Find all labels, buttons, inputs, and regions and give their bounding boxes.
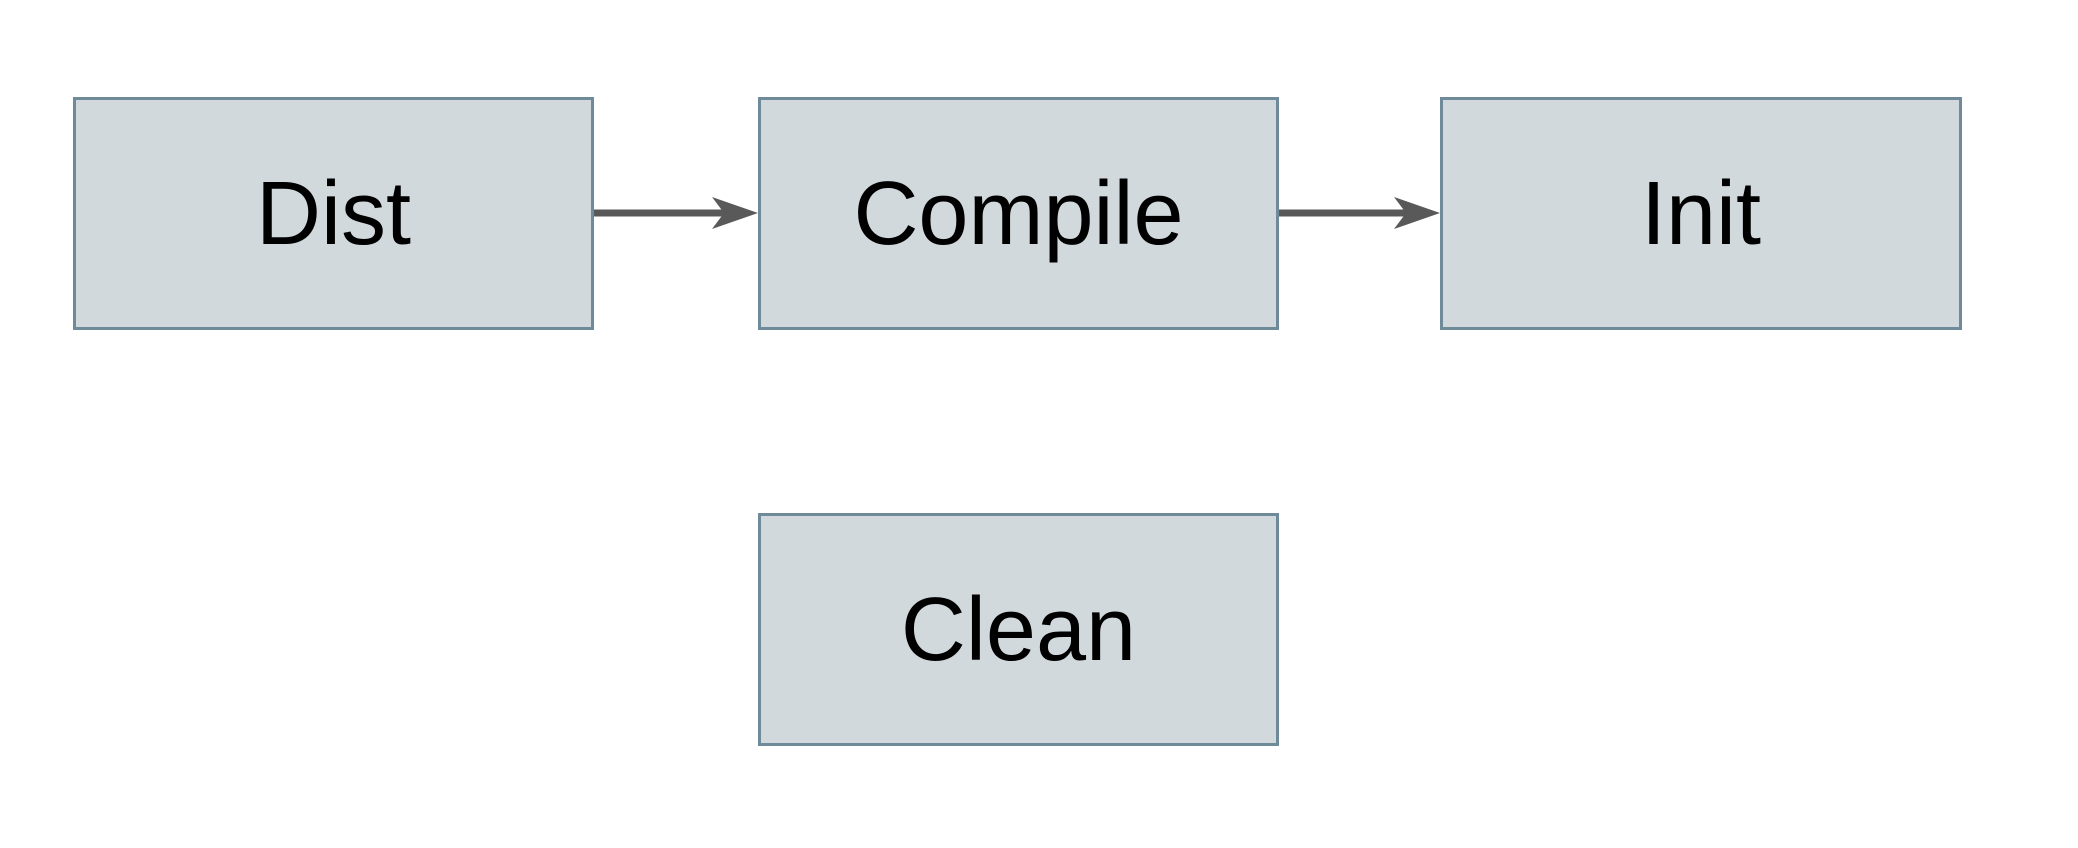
node-init[interactable]: Init (1440, 97, 1962, 330)
node-init-label: Init (1640, 163, 1762, 264)
node-clean[interactable]: Clean (758, 513, 1279, 746)
node-dist-label: Dist (256, 163, 411, 264)
node-compile-label: Compile (853, 163, 1184, 264)
node-dist[interactable]: Dist (73, 97, 594, 330)
node-clean-label: Clean (900, 579, 1137, 680)
arrow-dist-to-compile-icon[interactable] (594, 195, 758, 231)
node-compile[interactable]: Compile (758, 97, 1279, 330)
arrow-compile-to-init-icon[interactable] (1279, 195, 1440, 231)
